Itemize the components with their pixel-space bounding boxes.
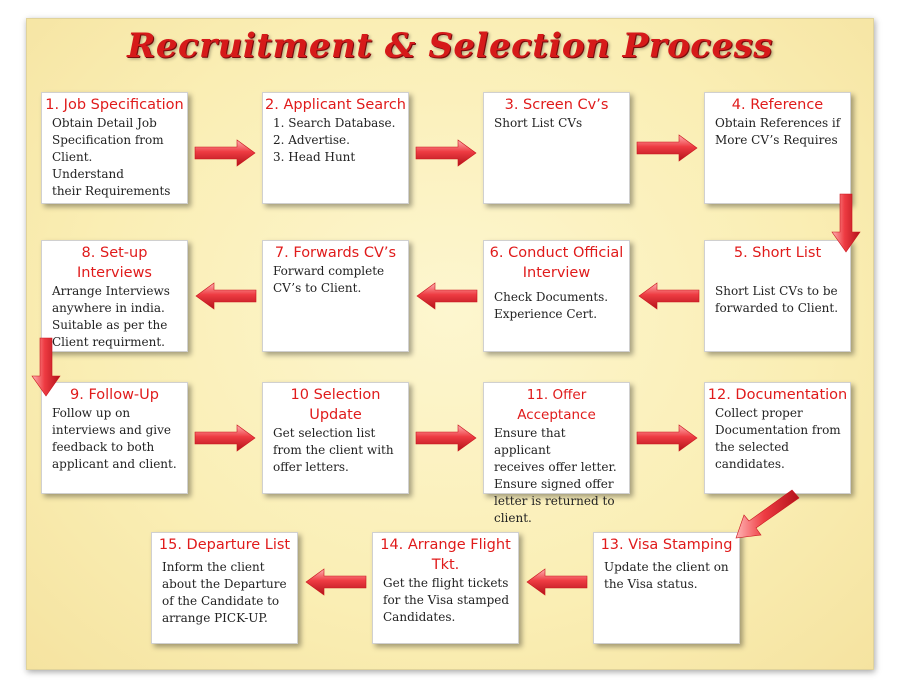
step-heading: 13. Visa Stamping xyxy=(600,537,733,553)
step-text: Ensure that applicant receives offer let… xyxy=(494,426,617,525)
step-box-3: 3. Screen Cv’s Short List CVs xyxy=(483,92,630,204)
arrow-4-to-5-icon xyxy=(831,193,861,253)
step-box-14: 14. Arrange Flight Tkt. Get the flight t… xyxy=(372,532,519,644)
step-text: Forward complete CV’s to Client. xyxy=(273,264,385,295)
step-heading: 4. Reference xyxy=(731,97,824,113)
arrow-12-to-13-icon xyxy=(735,489,800,539)
step-box-10: 10 Selection Update Get selection list f… xyxy=(262,382,409,494)
step-text: 1. Search Database. 2. Advertise. 3. Hea… xyxy=(273,116,396,164)
step-heading: 9. Follow-Up xyxy=(70,387,159,403)
arrow-11-to-12-icon xyxy=(636,424,698,452)
step-heading: 10 Selection Update xyxy=(290,387,381,423)
arrow-6-to-7-icon xyxy=(416,282,478,310)
arrow-1-to-2-icon xyxy=(194,139,256,167)
step-heading: 12. Documentation xyxy=(707,387,848,403)
arrow-3-to-4-icon xyxy=(636,134,698,162)
step-heading: 3. Screen Cv’s xyxy=(504,97,609,113)
arrow-14-to-15-icon xyxy=(305,568,367,596)
step-text: Get the flight tickets for the Visa stam… xyxy=(383,576,510,624)
step-box-9: 9. Follow-Up Follow up on interviews and… xyxy=(41,382,188,494)
step-text: Short List CVs xyxy=(494,116,583,130)
arrow-2-to-3-icon xyxy=(415,139,477,167)
arrow-8-to-9-icon xyxy=(31,337,61,397)
step-text: Follow up on interviews and give feedbac… xyxy=(52,406,177,471)
step-heading: 8. Set-up Interviews xyxy=(77,245,152,281)
arrow-9-to-10-icon xyxy=(194,424,256,452)
step-text: Obtain Detail Job Specification from Cli… xyxy=(52,116,171,198)
step-box-2: 2. Applicant Search 1. Search Database. … xyxy=(262,92,409,204)
step-text: Get selection list from the client with … xyxy=(273,426,394,474)
arrow-13-to-14-icon xyxy=(526,568,588,596)
step-box-7: 7. Forwards CV’s Forward complete CV’s t… xyxy=(262,240,409,352)
step-text: Check Documents. Experience Cert. xyxy=(494,290,609,321)
step-box-5: 5. Short List Short List CVs to be forwa… xyxy=(704,240,851,352)
arrow-7-to-8-icon xyxy=(195,282,257,310)
step-box-1: 1. Job Specification Obtain Detail Job S… xyxy=(41,92,188,204)
step-text: Obtain References if More CV’s Requires xyxy=(715,116,841,147)
step-box-12: 12. Documentation Collect proper Documen… xyxy=(704,382,851,494)
step-box-8: 8. Set-up Interviews Arrange Interviews … xyxy=(41,240,188,352)
step-heading: 15. Departure List xyxy=(158,537,291,553)
step-heading: 11. Offer Acceptance xyxy=(517,387,596,423)
step-heading: 7. Forwards CV’s xyxy=(274,245,397,261)
step-heading: 5. Short List xyxy=(733,245,822,261)
arrow-5-to-6-icon xyxy=(638,282,700,310)
step-box-15: 15. Departure List Inform the client abo… xyxy=(151,532,298,644)
step-text: Update the client on the Visa status. xyxy=(604,560,729,591)
step-box-4: 4. Reference Obtain References if More C… xyxy=(704,92,851,204)
step-box-11: 11. Offer Acceptance Ensure that applica… xyxy=(483,382,630,525)
arrow-10-to-11-icon xyxy=(415,424,477,452)
step-text: Arrange Interviews anywhere in india. Su… xyxy=(52,284,170,349)
step-box-6: 6. Conduct Official Interview Check Docu… xyxy=(483,240,630,352)
step-heading: 6. Conduct Official Interview xyxy=(489,245,624,281)
step-text: Short List CVs to be forwarded to Client… xyxy=(715,284,839,315)
step-heading: 1. Job Specification xyxy=(45,97,184,113)
step-box-13: 13. Visa Stamping Update the client on t… xyxy=(593,532,740,644)
diagram-title: Recruitment & Selection Process xyxy=(127,26,773,66)
step-heading: 14. Arrange Flight Tkt. xyxy=(380,537,511,573)
step-text: Collect proper Documentation from the se… xyxy=(715,406,841,471)
step-text: Inform the client about the Departure of… xyxy=(162,560,287,625)
step-heading: 2. Applicant Search xyxy=(265,97,406,113)
